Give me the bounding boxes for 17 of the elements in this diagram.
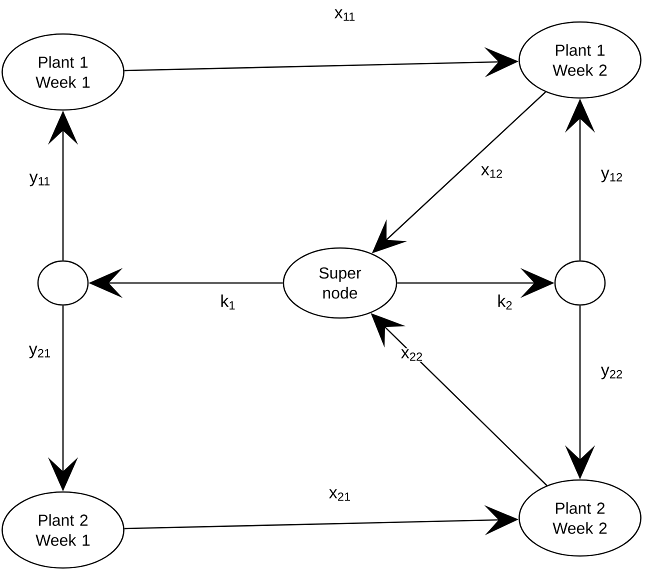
empty-circle <box>554 260 606 306</box>
edge-label: x$_{22}$ <box>400 348 424 362</box>
edge-label: k$_{2}$ <box>496 294 514 310</box>
edge-label: k$_{1}$ <box>219 294 237 310</box>
edge-label: y$_{11}$ <box>28 172 52 188</box>
edge-label: y$_{22}$ <box>600 366 624 380</box>
edge-label: x$_{12}$ <box>480 165 504 179</box>
edge-label: x$_{11}$ <box>333 8 357 22</box>
ellipse-node: Plant 1 Week 2 <box>518 21 642 99</box>
ellipse-node: Plant 2 Week 2 <box>518 479 642 557</box>
ellipse-node: Plant 2 Week 1 <box>2 491 124 569</box>
edge-label: y$_{12}$ <box>600 168 624 184</box>
edge-label: y$_{21}$ <box>28 344 52 360</box>
edge-label: x$_{21}$ <box>328 488 352 502</box>
empty-circle <box>37 260 89 306</box>
ellipse-node: Super node <box>282 247 398 319</box>
ellipse-node: Plant 1 Week 1 <box>2 33 124 111</box>
